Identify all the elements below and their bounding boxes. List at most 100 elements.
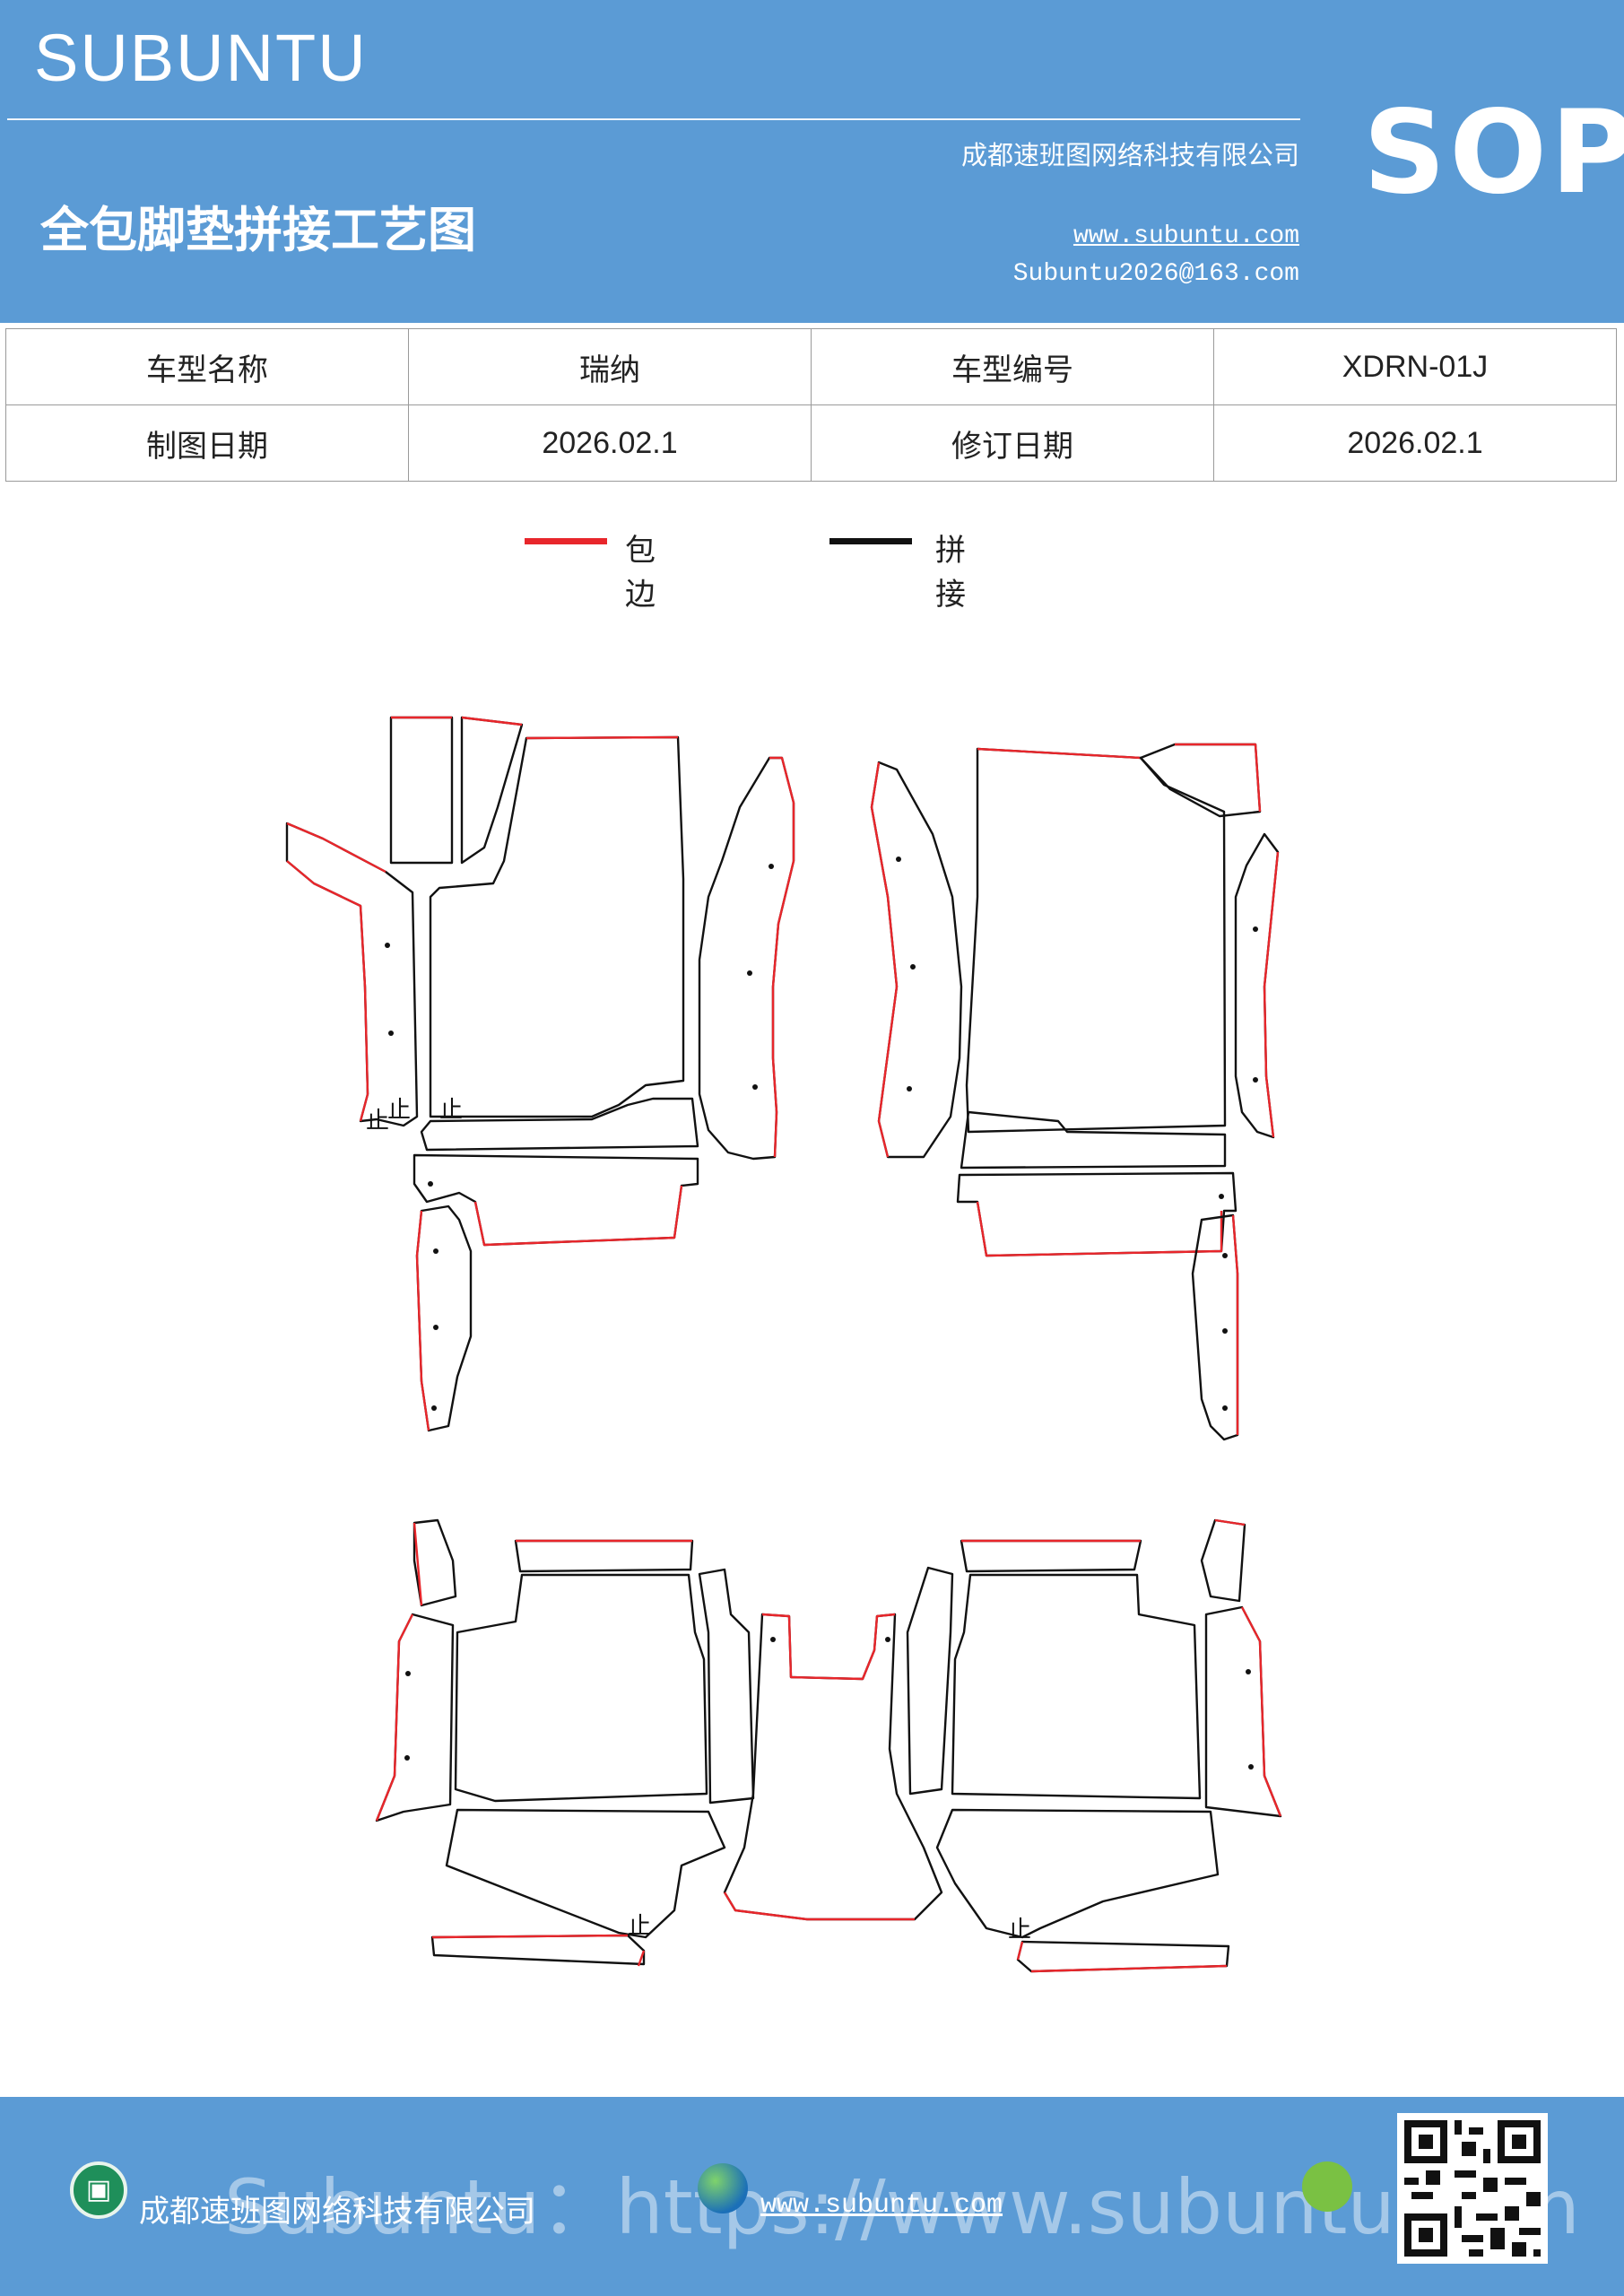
mat-piece — [976, 1201, 1223, 1257]
legend-label: 拼接 — [935, 533, 966, 613]
stop-mark: 止 — [628, 1913, 651, 1940]
front-left-mats — [285, 716, 795, 1432]
stop-mark: 止 — [439, 1097, 463, 1124]
mat-piece — [698, 756, 795, 1161]
mat-piece — [1263, 851, 1280, 1138]
marker-dot — [1246, 1669, 1251, 1674]
mat-piece — [1016, 1941, 1228, 1973]
wechat-icon — [1302, 2161, 1352, 2212]
mat-piece — [1204, 1605, 1282, 1818]
email-text: Subuntu2026@163.com — [1012, 260, 1299, 288]
stop-mark: 止 — [366, 1108, 389, 1135]
legend-swatch-black — [829, 538, 912, 544]
stop-mark: 止 — [387, 1097, 411, 1124]
globe-icon — [698, 2163, 748, 2213]
front-right-mats — [870, 743, 1280, 1441]
mat-piece — [1231, 1214, 1239, 1435]
marker-dot — [1222, 1253, 1228, 1258]
footer-watermark: Subuntu：https://www.subuntu.com — [224, 2163, 1580, 2251]
marker-dot — [388, 1031, 394, 1036]
page-footer: Subuntu：https://www.subuntu.com ▣ 成都速班图网… — [0, 2097, 1624, 2296]
marker-dot — [431, 1405, 437, 1411]
marker-dot — [404, 1755, 410, 1761]
marker-dot — [405, 1671, 411, 1676]
brand-logo: SUBUNTU — [34, 21, 368, 95]
table-cell: 制图日期 — [5, 404, 409, 482]
stop-mark: 止 — [1008, 1917, 1031, 1944]
mat-piece — [429, 735, 685, 1118]
mat-piece — [1175, 743, 1262, 813]
marker-dot — [910, 964, 916, 970]
mat-piece — [413, 1518, 457, 1607]
table-cell: 2026.02.1 — [1213, 404, 1617, 482]
mat-piece — [1240, 1606, 1282, 1817]
table-cell: XDRN-01J — [1213, 328, 1617, 405]
footer-company: 成都速班图网络科技有限公司 — [139, 2194, 535, 2230]
mat-piece — [415, 1210, 430, 1431]
marker-dot — [896, 857, 901, 862]
mat-piece — [1234, 832, 1280, 1139]
mat-piece — [413, 1522, 423, 1606]
mat-piece — [286, 822, 386, 1122]
mat-piece — [960, 1110, 1227, 1170]
table-row: 制图日期 2026.02.1 修订日期 2026.02.1 — [5, 404, 1617, 482]
mat-piece — [965, 747, 1227, 1134]
mat-piece — [514, 1539, 694, 1573]
page-title: 全包脚垫拼接工艺图 — [40, 201, 476, 258]
mat-piece — [723, 1613, 915, 1921]
marker-dot — [752, 1084, 758, 1090]
marker-dot — [769, 864, 774, 869]
footer-website-link[interactable]: www.subuntu.com — [760, 2190, 1003, 2221]
company-name: 成都速班图网络科技有限公司 — [960, 140, 1299, 170]
marker-dot — [433, 1325, 439, 1330]
mat-piece — [951, 1573, 1202, 1800]
mat-piece — [461, 716, 523, 726]
marker-dot — [428, 1181, 433, 1187]
marker-dot — [433, 1248, 439, 1254]
mat-piece — [445, 1808, 726, 1939]
mat-piece — [870, 761, 963, 1159]
mat-piece — [375, 1613, 414, 1822]
legend-label: 包边 — [625, 533, 656, 613]
marker-dot — [1253, 1077, 1258, 1083]
marker-dot — [907, 1086, 912, 1091]
sop-badge: SOP — [1363, 86, 1624, 220]
legend-swatch-red — [525, 538, 607, 544]
table-cell: 瑞纳 — [408, 328, 812, 405]
mat-piece — [1200, 1518, 1246, 1603]
mat-piece — [431, 1934, 646, 1967]
mat-piece — [960, 1539, 1142, 1573]
mat-piece — [460, 716, 524, 865]
mat-piece — [415, 1205, 473, 1432]
table-cell: 车型名称 — [5, 328, 409, 405]
mat-piece — [454, 1573, 708, 1803]
marker-dot — [1222, 1328, 1228, 1334]
mat-piece — [430, 1934, 646, 1966]
marker-dot — [885, 1637, 890, 1642]
mat-piece — [285, 822, 419, 1127]
mat-piece — [525, 735, 679, 740]
mat-piece — [956, 1171, 1238, 1257]
table-cell: 车型编号 — [811, 328, 1214, 405]
website-link[interactable]: www.subuntu.com — [1073, 222, 1299, 250]
mat-piece — [420, 1097, 699, 1152]
mat-piece — [870, 761, 899, 1158]
mat-piece — [1214, 1518, 1246, 1526]
table-cell: 2026.02.1 — [408, 404, 812, 482]
table-cell: 修订日期 — [811, 404, 1214, 482]
page-header: SUBUNTU 成都速班图网络科技有限公司 全包脚垫拼接工艺图 www.subu… — [0, 0, 1624, 323]
mat-piece — [977, 747, 1142, 760]
mat-piece — [389, 716, 454, 865]
mat-piece — [473, 1185, 683, 1247]
info-table: 车型名称 瑞纳 车型编号 XDRN-01J 制图日期 2026.02.1 修订日… — [5, 328, 1617, 482]
marker-dot — [747, 970, 752, 976]
mat-piece — [1139, 743, 1262, 818]
mat-piece — [935, 1808, 1220, 1939]
marker-dot — [1253, 926, 1258, 932]
qr-code — [1397, 2113, 1548, 2264]
table-row: 车型名称 瑞纳 车型编号 XDRN-01J — [5, 328, 1617, 405]
marker-dot — [385, 943, 390, 948]
building-icon: ▣ — [70, 2161, 127, 2219]
marker-dot — [770, 1637, 776, 1642]
